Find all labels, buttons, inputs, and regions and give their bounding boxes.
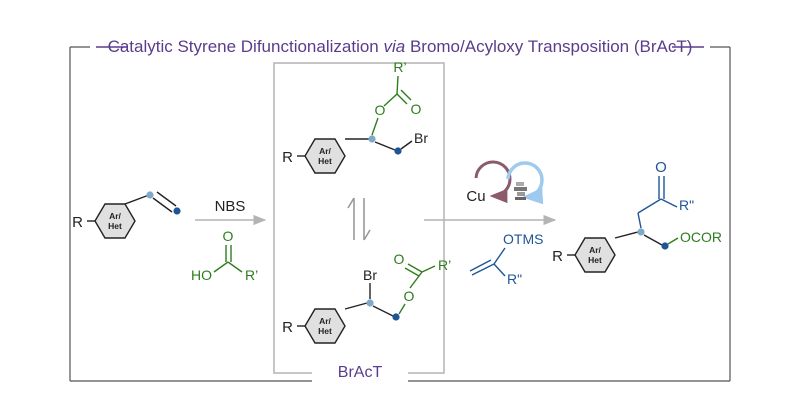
svg-text:Het: Het [318, 156, 332, 166]
svg-text:R": R" [679, 197, 694, 213]
equilibrium-arrows [347, 197, 371, 241]
svg-text:HO: HO [191, 267, 212, 283]
intermediate-bottom: Ar/ Het R Br O O R’ [282, 251, 451, 344]
svg-text:O: O [223, 228, 234, 244]
svg-text:Ar/: Ar/ [109, 211, 121, 221]
svg-text:OTMS: OTMS [503, 231, 543, 247]
aryl-ring [94, 203, 136, 239]
svg-text:O: O [375, 102, 386, 118]
svg-text:O: O [655, 159, 667, 176]
svg-text:O: O [394, 251, 405, 267]
svg-text:Ar/: Ar/ [319, 316, 331, 326]
svg-text:Br: Br [414, 130, 428, 146]
photocatalyst-icon [514, 182, 527, 200]
svg-text:OCOR: OCOR [680, 229, 722, 245]
title-via: via [383, 37, 406, 56]
cu-catalyst: Cu [466, 160, 512, 205]
bract-box-label: BrAcT [312, 364, 408, 382]
substituent-r: R [72, 214, 83, 231]
svg-text:Het: Het [318, 326, 332, 336]
styrene-molecule: Ar/ Het R [72, 191, 181, 239]
svg-text:R’: R’ [393, 59, 406, 75]
svg-text:Het: Het [108, 221, 122, 231]
product-molecule: Ar/ Het R O R" OCOR [552, 159, 722, 273]
photocatalyst [506, 161, 544, 205]
title-row: Catalytic Styrene Difunctionalization vi… [70, 34, 730, 60]
svg-text:R’: R’ [245, 267, 258, 283]
svg-text:R: R [282, 149, 293, 166]
svg-text:Ar/: Ar/ [589, 245, 601, 255]
silyl-enol-ether: OTMS R" [469, 231, 543, 287]
reagent-nbs: NBS [215, 198, 246, 215]
svg-text:O: O [404, 288, 415, 304]
diagram-title: Catalytic Styrene Difunctionalization vi… [99, 37, 701, 57]
svg-text:Ar/: Ar/ [319, 146, 331, 156]
cu-label: Cu [466, 188, 485, 205]
svg-text:O: O [411, 101, 422, 117]
svg-text:R": R" [507, 271, 522, 287]
svg-text:R’: R’ [438, 257, 451, 273]
intermediate-top: Ar/ Het R O R’ O Br [282, 59, 428, 174]
svg-text:R: R [282, 319, 293, 336]
svg-text:Het: Het [588, 255, 602, 265]
svg-text:R: R [552, 248, 563, 265]
svg-text:Br: Br [363, 267, 377, 283]
carboxylic-acid: O HO R’ [191, 228, 258, 283]
